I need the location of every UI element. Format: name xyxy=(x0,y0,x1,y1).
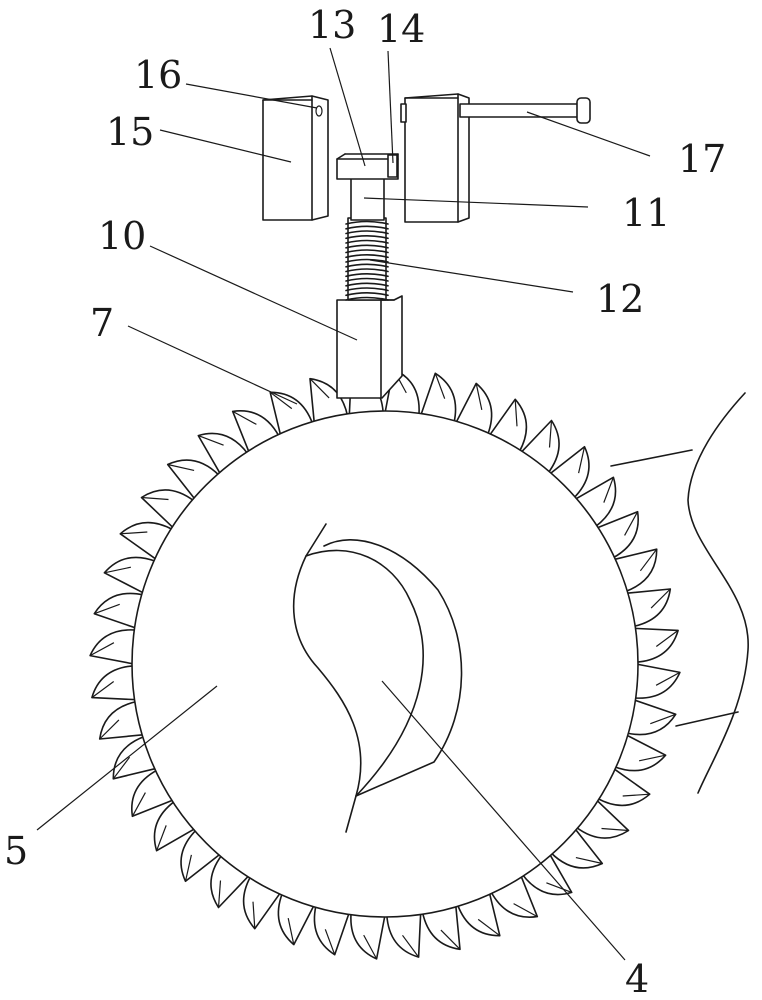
saw-tooth-facet xyxy=(622,793,650,797)
saw-tooth-facet xyxy=(578,446,586,474)
saw-tooth-facet xyxy=(156,825,167,851)
label-14: 14 xyxy=(377,7,425,51)
label-11: 11 xyxy=(622,191,670,235)
spring-coil xyxy=(345,287,389,292)
spring-coil xyxy=(345,220,389,225)
spring-coil xyxy=(345,258,389,263)
saw-tooth xyxy=(91,665,138,701)
label-17: 17 xyxy=(678,137,726,181)
saw-tooth-facet xyxy=(269,391,293,410)
saw-tooth xyxy=(632,663,681,699)
leader-lines xyxy=(36,47,651,961)
saw-tooth-facet xyxy=(440,929,461,950)
saw-tooth-facet xyxy=(363,934,378,960)
saw-tooth-facet xyxy=(655,671,681,686)
saw-tooth-facet xyxy=(639,548,658,572)
saw-tooth-facet xyxy=(309,378,330,399)
label-4: 4 xyxy=(625,957,649,1000)
saw-tooth-facet xyxy=(112,756,131,780)
saw-tooth-facet xyxy=(548,420,553,448)
saw-tooth xyxy=(350,911,386,960)
curved-blade xyxy=(292,523,463,833)
label-15: 15 xyxy=(106,110,154,154)
spring-coil xyxy=(345,282,389,287)
compression-spring xyxy=(345,217,389,301)
adjusting-screw xyxy=(459,97,591,124)
spring-coil xyxy=(345,244,389,249)
main-disc xyxy=(131,410,639,918)
saw-tooth-facet xyxy=(477,918,501,937)
saw-tooth-facet xyxy=(91,681,115,699)
saw-tooth xyxy=(386,911,422,958)
saw-tooth-facet xyxy=(252,901,256,929)
label-5: 5 xyxy=(4,829,28,873)
saw-tooth-facet xyxy=(287,917,295,945)
label-10: 10 xyxy=(98,214,146,258)
saw-tooth-facet xyxy=(402,934,420,958)
spring-coil xyxy=(345,249,389,254)
right-clamp-block xyxy=(400,93,470,223)
label-7: 7 xyxy=(90,301,114,345)
spring-coil xyxy=(345,230,389,235)
part-labels: 13 14 16 15 17 11 10 12 7 5 4 xyxy=(4,3,726,1000)
connector-block xyxy=(336,295,403,399)
spring-coil xyxy=(345,254,389,259)
left-clamp-block xyxy=(262,95,329,221)
saw-tooth-facet xyxy=(624,511,639,536)
spring-coil xyxy=(345,268,389,273)
saw-tooth-facet xyxy=(232,410,257,425)
saw-tooth-facet xyxy=(575,857,603,865)
saw-tooth-facet xyxy=(475,383,483,411)
spring-coil xyxy=(345,263,389,268)
saw-tooth-facet xyxy=(434,373,446,399)
saw-tooth-facet xyxy=(514,399,518,427)
spring-coil xyxy=(345,277,389,282)
saw-tooth-facet xyxy=(513,903,538,918)
saw-tooth-facet xyxy=(638,754,666,762)
saw-tooth-facet xyxy=(184,854,192,882)
side-frame xyxy=(610,392,749,794)
saw-tooth xyxy=(89,629,138,665)
spring-coil xyxy=(345,273,389,278)
label-16: 16 xyxy=(134,53,182,97)
saw-tooth-facet xyxy=(650,713,676,725)
saw-tooth-facet xyxy=(141,496,169,501)
saw-tooth-facet xyxy=(324,929,336,955)
saw-tooth-facet xyxy=(601,827,629,832)
spring-coil xyxy=(345,292,389,297)
spring-coil xyxy=(345,296,389,301)
saw-tooth-facet xyxy=(120,531,148,535)
spring-coil xyxy=(345,235,389,240)
saw-tooth-facet xyxy=(546,882,572,893)
spring-coil xyxy=(345,225,389,230)
label-12: 12 xyxy=(596,277,644,321)
saw-tooth-facet xyxy=(167,463,195,471)
saw-tooth-facet xyxy=(655,629,679,647)
saw-tooth-facet xyxy=(603,477,614,503)
saw-tooth-facet xyxy=(198,435,224,446)
saw-tooth-facet xyxy=(650,588,671,609)
saw-tooth-facet xyxy=(89,642,115,657)
saw-tooth-facet xyxy=(131,792,146,817)
saw-tooth-facet xyxy=(217,880,222,908)
saw-tooth-facet xyxy=(104,566,132,574)
saw-tooth-facet xyxy=(99,719,120,740)
saw-tooth-facet xyxy=(94,603,120,615)
spring-coil xyxy=(345,239,389,244)
label-13: 13 xyxy=(308,3,356,47)
rod-cap xyxy=(336,153,399,180)
saw-tooth xyxy=(632,627,679,663)
